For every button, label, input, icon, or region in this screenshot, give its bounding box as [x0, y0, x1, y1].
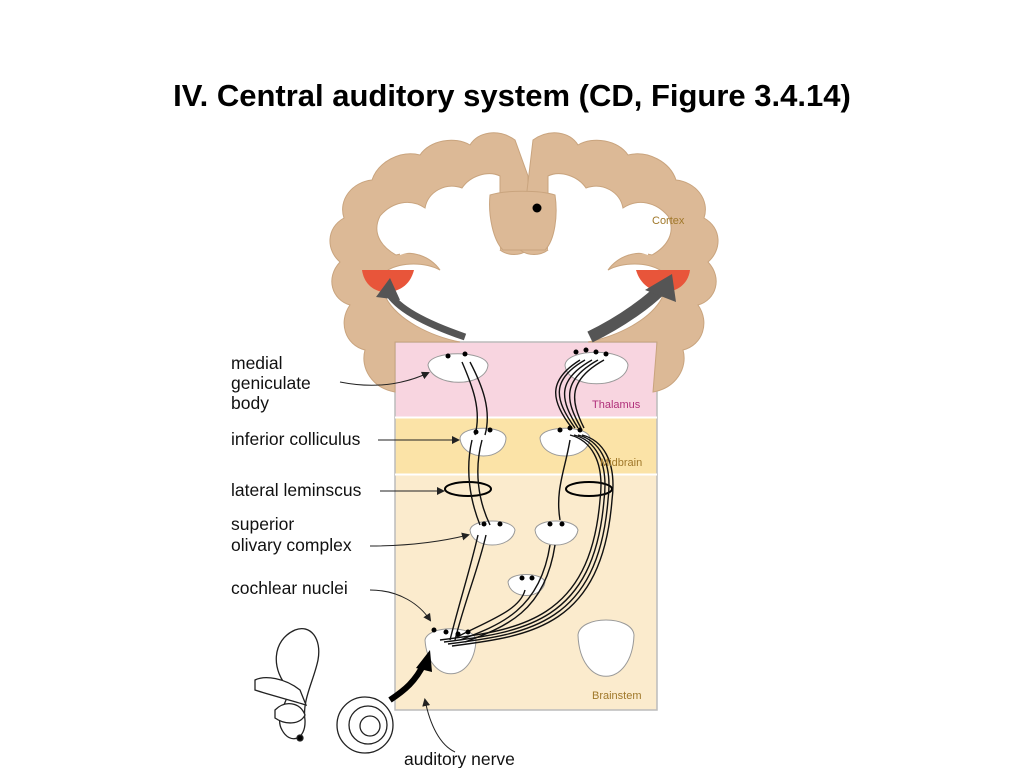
right-superior-olive	[534, 520, 579, 546]
left-hemisphere	[329, 132, 529, 393]
left-medial-geniculate	[427, 353, 489, 383]
label-lateral-lemniscus: lateral leminscus	[231, 480, 362, 500]
cortex-label: Cortex	[652, 215, 685, 227]
label-auditory-nerve: auditory nerve	[404, 749, 515, 768]
cortex-section: Cortex	[329, 132, 719, 393]
label-body: body	[231, 393, 269, 413]
fiber-tracts	[439, 359, 614, 647]
leader-lines	[339, 371, 470, 753]
label-cochlear-nuclei: cochlear nuclei	[231, 578, 348, 598]
right-cochlear-nucleus	[577, 619, 635, 677]
midbrain-label: Midbrain	[600, 457, 642, 469]
cochlea-spiral	[336, 696, 394, 754]
midline-dot	[532, 203, 542, 213]
left-superior-olive	[469, 520, 516, 546]
right-lateral-lemniscus-ring	[565, 481, 613, 497]
nuclei	[424, 351, 635, 677]
label-superior: superior	[231, 514, 294, 534]
ear-canal	[254, 677, 308, 707]
thalamus-label: Thalamus	[592, 399, 641, 411]
left-lateral-lemniscus-ring	[444, 481, 492, 497]
label-geniculate: geniculate	[231, 373, 311, 393]
midbrain-band	[395, 418, 657, 474]
synapse-dots	[431, 347, 609, 637]
slide-title: IV. Central auditory system (CD, Figure …	[173, 78, 851, 113]
right-hemisphere	[519, 132, 719, 393]
semicircular-canal	[274, 703, 306, 724]
label-medial: medial	[231, 353, 283, 373]
brainstem-label: Brainstem	[592, 690, 642, 702]
label-olivary-complex: olivary complex	[231, 535, 352, 555]
right-medial-geniculate	[564, 351, 629, 385]
label-inferior-colliculus: inferior colliculus	[231, 429, 361, 449]
ear-cochlea	[254, 628, 394, 754]
